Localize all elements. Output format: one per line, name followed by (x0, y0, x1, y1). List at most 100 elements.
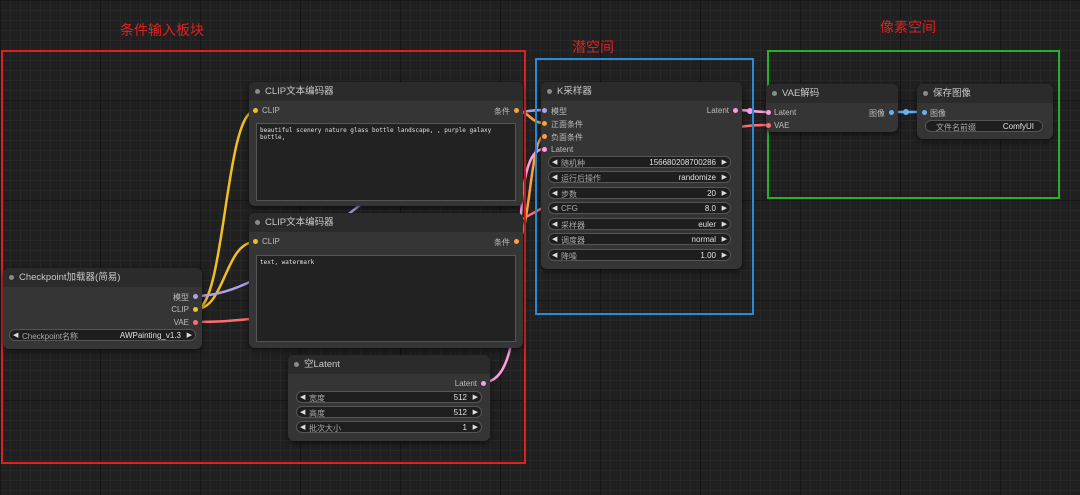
latent-output-dot-icon[interactable] (733, 108, 738, 113)
batch-size-number-widget[interactable]: ◀批次大小 1 ▶ (296, 421, 482, 433)
collapse-dot-icon[interactable] (294, 362, 299, 367)
arrow-left-icon[interactable]: ◀ (552, 159, 558, 166)
node-title-bar[interactable]: 保存图像 (917, 84, 1053, 103)
conditioning-output-label: 条件 (494, 107, 510, 116)
prompt-textarea[interactable]: beautiful scenery nature glass bottle la… (256, 123, 516, 201)
prompt-textarea[interactable]: text, watermark (256, 255, 516, 342)
latent-input-dot-icon[interactable] (766, 110, 771, 115)
arrow-right-icon[interactable]: ▶ (472, 394, 478, 401)
group-conditioning[interactable] (1, 50, 526, 464)
conditioning-output-label: 条件 (494, 238, 510, 247)
vae-input-dot-icon[interactable] (766, 123, 771, 128)
arrow-right-icon[interactable]: ▶ (472, 409, 478, 416)
image-input-label: 图像 (930, 109, 946, 118)
arrow-right-icon[interactable]: ▶ (721, 159, 727, 166)
arrow-left-icon[interactable]: ◀ (552, 190, 558, 197)
arrow-left-icon[interactable]: ◀ (300, 424, 306, 431)
latent-output-label: Latent (706, 106, 729, 115)
group-conditioning-label: 条件输入板块 (120, 23, 204, 39)
arrow-left-icon[interactable]: ◀ (552, 174, 558, 181)
negative-input-label: 负面条件 (551, 133, 583, 142)
positive-input-label: 正面条件 (551, 120, 583, 129)
arrow-right-icon[interactable]: ▶ (721, 252, 727, 259)
clip-output-dot-icon[interactable] (193, 307, 198, 312)
model-output-dot-icon[interactable] (193, 294, 198, 299)
arrow-left-icon[interactable]: ◀ (13, 332, 19, 339)
latent-output-label: Latent (454, 379, 477, 388)
vae-output-dot-icon[interactable] (193, 320, 198, 325)
clip-text-encode-node-positive[interactable]: CLIP文本编码器 CLIP 条件 beautiful scenery natu… (249, 82, 523, 206)
node-title-bar[interactable]: CLIP文本编码器 (249, 213, 523, 232)
clip-output-label: CLIP (171, 305, 189, 314)
latent-output-dot-icon[interactable] (481, 381, 486, 386)
widget-value: 1 (462, 423, 467, 432)
node-title: CLIP文本编码器 (265, 86, 334, 97)
clip-input-dot-icon[interactable] (253, 239, 258, 244)
widget-value: ComfyUI (1002, 122, 1034, 131)
arrow-left-icon[interactable]: ◀ (552, 221, 558, 228)
vae-decode-node[interactable]: VAE解码 Latent VAE 图像 (766, 84, 898, 132)
node-title-bar[interactable]: Checkpoint加载器(简易) (3, 268, 202, 287)
model-output-label: 模型 (173, 293, 189, 302)
image-input-dot-icon[interactable] (922, 110, 927, 115)
arrow-left-icon[interactable]: ◀ (300, 409, 306, 416)
model-input-dot-icon[interactable] (542, 108, 547, 113)
arrow-left-icon[interactable]: ◀ (552, 205, 558, 212)
node-title-bar[interactable]: 空Latent (288, 355, 490, 374)
collapse-dot-icon[interactable] (923, 91, 928, 96)
clip-input-dot-icon[interactable] (253, 108, 258, 113)
checkpoint-name-combo[interactable]: ◀ Checkpoint名称 AWPainting_v1.3 ▶ (9, 329, 196, 341)
arrow-right-icon[interactable]: ▶ (721, 221, 727, 228)
node-title: VAE解码 (782, 88, 820, 99)
node-title-bar[interactable]: CLIP文本编码器 (249, 82, 523, 101)
widget-value: 1.00 (700, 251, 716, 260)
collapse-dot-icon[interactable] (9, 275, 14, 280)
arrow-right-icon[interactable]: ▶ (721, 174, 727, 181)
widget-label: 批次大小 (309, 424, 341, 433)
collapse-dot-icon[interactable] (547, 89, 552, 94)
save-image-node[interactable]: 保存图像 图像 文件名前缀 ComfyUI (917, 84, 1053, 139)
arrow-left-icon[interactable]: ◀ (552, 252, 558, 259)
arrow-right-icon[interactable]: ▶ (721, 236, 727, 243)
collapse-dot-icon[interactable] (255, 89, 260, 94)
widget-value: 512 (453, 408, 467, 417)
arrow-right-icon[interactable]: ▶ (721, 190, 727, 197)
negative-input-dot-icon[interactable] (542, 134, 547, 139)
widget-label: 步数 (561, 190, 577, 199)
arrow-right-icon[interactable]: ▶ (721, 205, 727, 212)
conditioning-output-dot-icon[interactable] (514, 239, 519, 244)
positive-input-dot-icon[interactable] (542, 121, 547, 126)
clip-input-label: CLIP (262, 237, 280, 246)
collapse-dot-icon[interactable] (772, 91, 777, 96)
vae-input-label: VAE (774, 121, 790, 130)
arrow-right-icon[interactable]: ▶ (472, 424, 478, 431)
widget-label: 文件名前缀 (936, 123, 976, 132)
clip-text-encode-node-negative[interactable]: CLIP文本编码器 CLIP 条件 text, watermark (249, 213, 523, 348)
filename-prefix-widget[interactable]: 文件名前缀 ComfyUI (925, 120, 1043, 132)
widget-label: 采样器 (561, 221, 585, 230)
node-title-bar[interactable]: VAE解码 (766, 84, 898, 103)
arrow-left-icon[interactable]: ◀ (300, 394, 306, 401)
arrow-left-icon[interactable]: ◀ (552, 236, 558, 243)
arrow-right-icon[interactable]: ▶ (186, 332, 192, 339)
widget-value: 156680208700286 (649, 158, 716, 167)
latent-input-dot-icon[interactable] (542, 147, 547, 152)
collapse-dot-icon[interactable] (255, 220, 260, 225)
conditioning-output-dot-icon[interactable] (514, 108, 519, 113)
group-latent-space-label: 潜空间 (572, 40, 614, 56)
image-output-dot-icon[interactable] (889, 110, 894, 115)
group-latent-space[interactable] (535, 58, 754, 315)
node-title-bar[interactable]: K采样器 (541, 82, 742, 101)
checkpoint-loader-node[interactable]: Checkpoint加载器(简易) 模型 CLIP VAE ◀ Checkpoi… (3, 268, 202, 349)
